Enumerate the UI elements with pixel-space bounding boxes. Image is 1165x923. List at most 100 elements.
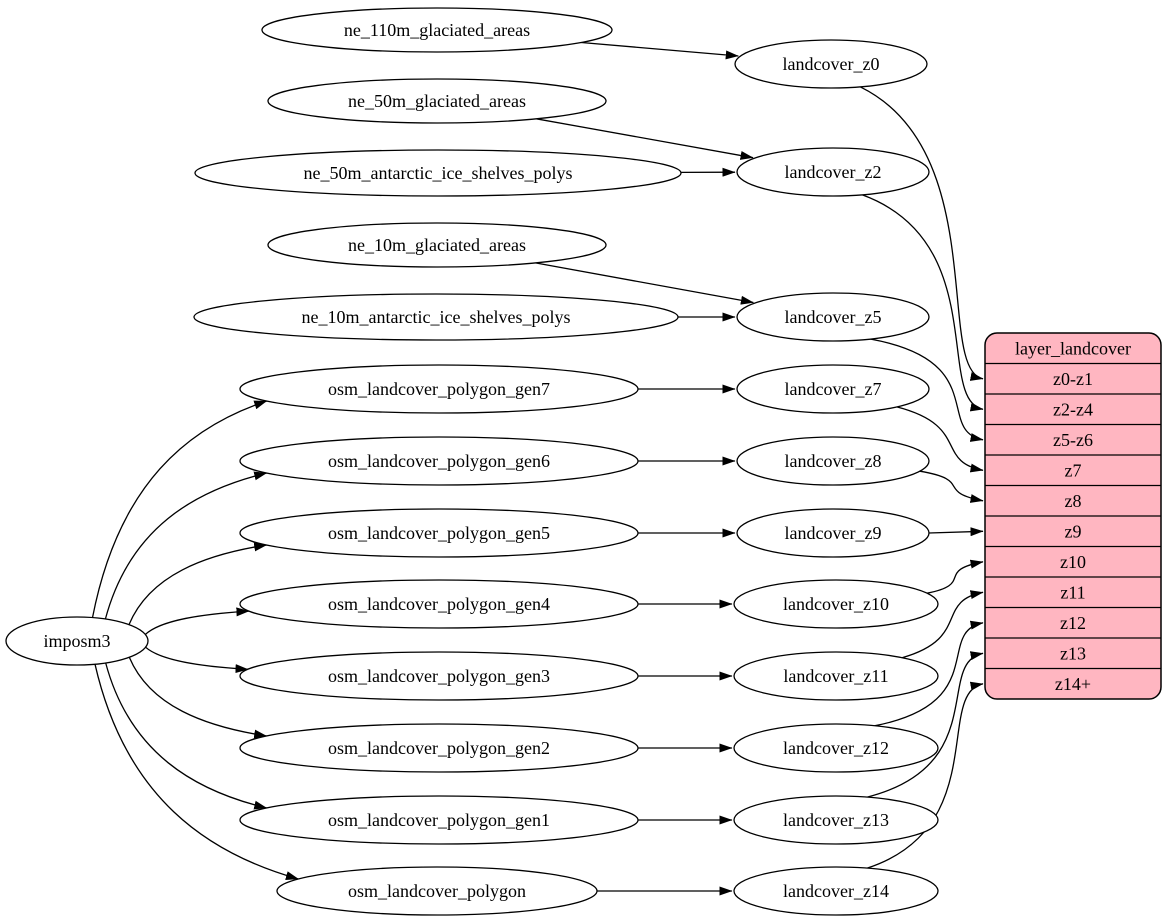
edge-landcover-z13--layer-landcover-z13: [867, 651, 984, 798]
node-osm-landcover-polygon-gen5: osm_landcover_polygon_gen5: [239, 508, 639, 558]
node-ellipse: [267, 222, 607, 268]
node-landcover-z7: landcover_z7: [736, 364, 930, 414]
record-row-z12: z12: [1060, 613, 1086, 633]
node-ne-50m-glaciated-areas: ne_50m_glaciated_areas: [267, 78, 607, 124]
node-label: landcover_z9: [785, 523, 882, 543]
node-ellipse: [736, 364, 930, 414]
record-row-z2-z4: z2-z4: [1053, 399, 1093, 419]
node-landcover-z0: landcover_z0: [734, 39, 928, 89]
edge-imposm3--osm-landcover-polygon-gen1: [105, 662, 268, 810]
node-ellipse: [733, 795, 939, 845]
node-label: imposm3: [43, 631, 110, 651]
edge-ne-50m-glaciated-areas--landcover-z2: [536, 118, 754, 160]
node-label: ne_50m_glaciated_areas: [348, 91, 526, 111]
node-label: osm_landcover_polygon_gen4: [328, 594, 550, 614]
node-ne-10m-antarctic-ice-shelves-polys: ne_10m_antarctic_ice_shelves_polys: [193, 293, 679, 341]
edge-imposm3--osm-landcover-polygon-gen6: [104, 471, 268, 620]
node-label: landcover_z0: [783, 54, 880, 74]
edge-landcover-z11--layer-landcover-z11: [901, 590, 984, 659]
node-label: osm_landcover_polygon_gen1: [328, 810, 550, 830]
node-label: osm_landcover_polygon_gen7: [328, 379, 550, 399]
node-label: osm_landcover_polygon_gen3: [328, 666, 550, 686]
node-label: ne_110m_glaciated_areas: [344, 20, 530, 40]
edge-ne-10m-glaciated-areas--landcover-z5: [535, 262, 754, 305]
node-ellipse: [736, 508, 930, 558]
edges-layer: [91, 41, 984, 896]
node-label: ne_50m_antarctic_ice_shelves_polys: [304, 163, 573, 183]
record-row-z7: z7: [1065, 460, 1082, 480]
node-ellipse: [239, 436, 639, 486]
node-label: landcover_z14: [783, 881, 889, 901]
edge-imposm3--osm-landcover-polygon: [94, 664, 299, 880]
record-row-z0-z1: z0-z1: [1053, 369, 1093, 389]
record-row-z5-z6: z5-z6: [1053, 430, 1093, 450]
node-ellipse: [734, 39, 928, 89]
node-landcover-z2: landcover_z2: [736, 147, 930, 197]
node-label: landcover_z10: [783, 594, 889, 614]
edge-imposm3--osm-landcover-polygon-gen2: [128, 656, 268, 739]
edge-imposm3--osm-landcover-polygon-gen5: [128, 542, 268, 625]
node-ellipse: [5, 616, 149, 666]
node-ellipse: [261, 7, 613, 53]
node-landcover-z5: landcover_z5: [736, 292, 930, 342]
record-row-z9: z9: [1065, 521, 1082, 541]
node-osm-landcover-polygon-gen6: osm_landcover_polygon_gen6: [239, 436, 639, 486]
node-ellipse: [733, 579, 939, 629]
edge-landcover-z10--layer-landcover-z10: [926, 559, 984, 594]
node-ellipse: [276, 866, 598, 916]
node-landcover-z9: landcover_z9: [736, 508, 930, 558]
node-landcover-z13: landcover_z13: [733, 795, 939, 845]
node-landcover-z8: landcover_z8: [736, 436, 930, 486]
node-label: landcover_z12: [783, 738, 889, 758]
node-label: landcover_z5: [785, 307, 882, 327]
node-label: landcover_z11: [783, 666, 888, 686]
edge-landcover-z12--layer-landcover-z12: [874, 620, 984, 727]
node-label: osm_landcover_polygon_gen5: [328, 523, 550, 543]
node-label: landcover_z2: [785, 162, 882, 182]
node-label: landcover_z7: [785, 379, 882, 399]
node-osm-landcover-polygon-gen1: osm_landcover_polygon_gen1: [239, 795, 639, 845]
node-ne-50m-antarctic-ice-shelves-polys: ne_50m_antarctic_ice_shelves_polys: [194, 149, 682, 197]
record-row-z10: z10: [1060, 552, 1086, 572]
node-osm-landcover-polygon-gen2: osm_landcover_polygon_gen2: [239, 723, 639, 773]
edge-imposm3--osm-landcover-polygon-gen3: [145, 646, 249, 674]
edge-landcover-z8--layer-landcover-z8: [919, 470, 984, 503]
node-ellipse: [733, 723, 939, 773]
node-ellipse: [239, 508, 639, 558]
node-ellipse: [193, 293, 679, 341]
node-label: landcover_z13: [783, 810, 889, 830]
node-ellipse: [239, 795, 639, 845]
edge-ne-110m-glaciated-areas--landcover-z0: [581, 41, 739, 60]
node-ellipse: [239, 579, 639, 629]
node-imposm3: imposm3: [5, 616, 149, 666]
node-ellipse: [239, 364, 639, 414]
node-ellipse: [267, 78, 607, 124]
node-landcover-z11: landcover_z11: [733, 651, 939, 701]
record-title: layer_landcover: [1015, 338, 1131, 358]
node-label: landcover_z8: [785, 451, 882, 471]
node-osm-landcover-polygon-gen7: osm_landcover_polygon_gen7: [239, 364, 639, 414]
node-ellipse: [736, 436, 930, 486]
node-ne-110m-glaciated-areas: ne_110m_glaciated_areas: [261, 7, 613, 53]
edge-landcover-z2--layer-landcover-z2-z4: [862, 194, 984, 412]
record-row-z14-: z14+: [1055, 674, 1091, 694]
edge-imposm3--osm-landcover-polygon-gen7: [91, 400, 268, 618]
node-layer-landcover: layer_landcover z0-z1 z2-z4 z5-z6 z7 z8 z9 z10 z…: [984, 332, 1162, 700]
node-osm-landcover-polygon-gen4: osm_landcover_polygon_gen4: [239, 579, 639, 629]
node-label: ne_10m_antarctic_ice_shelves_polys: [302, 307, 571, 327]
node-ellipse: [733, 866, 939, 916]
node-ellipse: [239, 723, 639, 773]
edge-landcover-z0--layer-landcover-z0-z1: [860, 86, 984, 381]
edge-landcover-z14--layer-landcover-z14-: [866, 681, 984, 869]
record-row-z8: z8: [1065, 491, 1082, 511]
node-osm-landcover-polygon: osm_landcover_polygon: [276, 866, 598, 916]
node-ellipse: [736, 147, 930, 197]
node-ellipse: [736, 292, 930, 342]
node-label: osm_landcover_polygon: [348, 881, 526, 901]
edge-landcover-z5--layer-landcover-z5-z6: [870, 338, 984, 442]
nodes-layer: imposm3 ne_110m_glaciated_areas ne_50m_gla…: [5, 7, 1162, 916]
node-label: osm_landcover_polygon_gen2: [328, 738, 550, 758]
record-row-z13: z13: [1060, 643, 1086, 663]
